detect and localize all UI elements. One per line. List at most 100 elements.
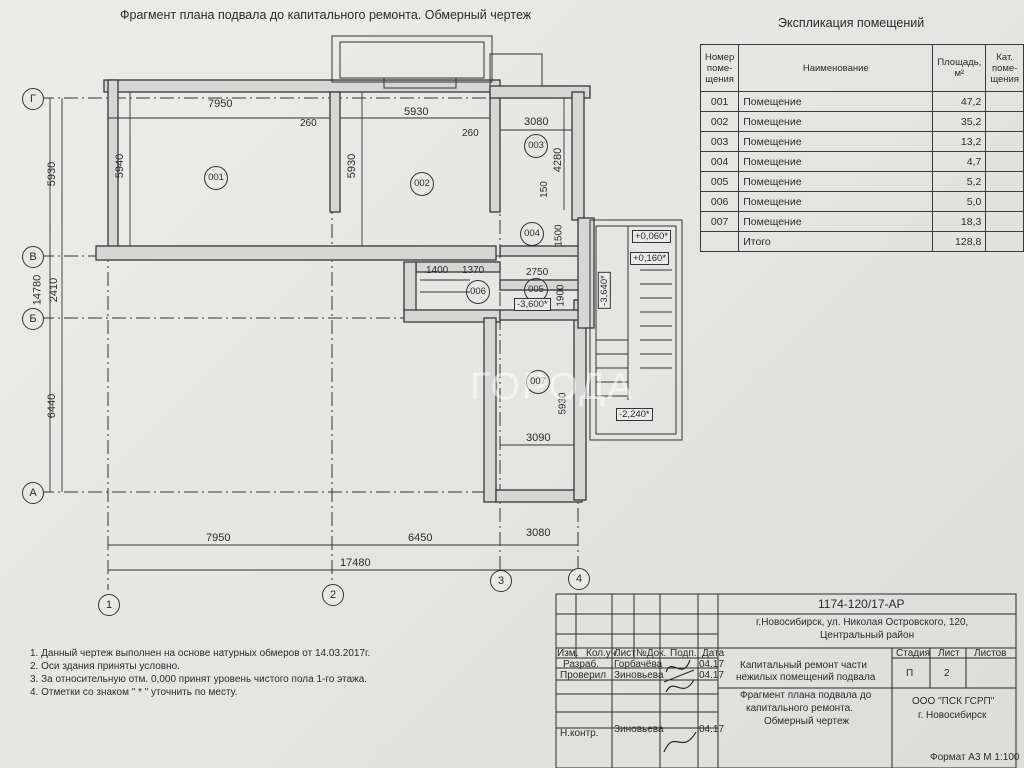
dim-label: 1400 bbox=[426, 265, 449, 276]
sheets-total-label: Листов bbox=[974, 648, 1007, 659]
room-name: Помещение bbox=[738, 211, 934, 232]
dimension-lines bbox=[49, 92, 578, 571]
dim-label: 6450 bbox=[408, 532, 433, 544]
developer-label: Разраб. bbox=[563, 659, 600, 670]
dim-label: 3080 bbox=[526, 527, 551, 539]
note-1: 1. Данный чертеж выполнен на основе нату… bbox=[30, 648, 371, 659]
room-number: 004 bbox=[699, 151, 740, 172]
dim-label: 5930 bbox=[404, 106, 429, 118]
project-line-2: нежилых помещений подвала bbox=[736, 672, 876, 683]
room-area: 18,3 bbox=[932, 211, 987, 232]
header-category: Кат. поме- щения bbox=[985, 44, 1024, 92]
developer-date: 04.17 bbox=[699, 659, 725, 670]
sheet-label: Лист bbox=[938, 648, 960, 659]
note-2: 2. Оси здания приняты условно. bbox=[30, 661, 180, 672]
explication-header-row: Номер поме- щения Наименование Площадь, … bbox=[699, 44, 1024, 92]
project-line-1: Капитальный ремонт части bbox=[740, 660, 867, 671]
header-name: Наименование bbox=[738, 44, 934, 92]
room-marker-002: 002 bbox=[410, 172, 434, 196]
wall bbox=[329, 91, 341, 213]
room-number: 005 bbox=[699, 171, 740, 192]
room-name: Помещение bbox=[738, 151, 934, 172]
axis-marker-1: 1 bbox=[98, 594, 120, 616]
level-mark: +0,160* bbox=[630, 252, 670, 265]
axis-marker-2: 2 bbox=[322, 584, 344, 606]
format-label: Формат А3 М 1:100 bbox=[930, 752, 1020, 763]
total-area: 128,8 bbox=[932, 231, 987, 252]
norm-control-label: Н.контр. bbox=[560, 728, 599, 739]
sheet-value: 2 bbox=[944, 668, 950, 679]
outer-structures bbox=[331, 35, 683, 441]
window bbox=[383, 77, 457, 89]
project-code: 1174-120/17-АР bbox=[818, 597, 905, 611]
room-area: 5,2 bbox=[932, 171, 987, 192]
stage-value: П bbox=[906, 668, 914, 679]
sheet-title-3: Обмерный чертеж bbox=[764, 716, 850, 727]
norm-control-date: 04.17 bbox=[699, 724, 725, 735]
stamp-frame bbox=[555, 593, 1017, 768]
organization-city: г. Новосибирск bbox=[918, 710, 987, 721]
developer-name: Горбачёва bbox=[614, 659, 663, 670]
sheet-title-2: капитального ремонта. bbox=[746, 703, 853, 714]
explication-table: Номер поме- щения Наименование Площадь, … bbox=[699, 44, 1024, 252]
level-mark: -3,600* bbox=[514, 298, 551, 311]
level-mark: +0,060* bbox=[632, 230, 672, 243]
level-mark: -2,240* bbox=[616, 408, 653, 421]
explication-title: Экспликация помещений bbox=[778, 16, 925, 30]
dim-label: 260 bbox=[462, 128, 479, 139]
dim-label: 3090 bbox=[526, 432, 551, 444]
address-line-1: г.Новосибирск, ул. Николая Островского, … bbox=[756, 617, 969, 628]
checker-label: Проверил bbox=[560, 670, 607, 681]
stage-label: Стадия bbox=[896, 648, 931, 659]
axis-marker-b: Б bbox=[22, 308, 44, 330]
col-header: Лист bbox=[614, 648, 636, 659]
room-area: 47,2 bbox=[932, 91, 987, 112]
checker-date: 04.17 bbox=[699, 670, 725, 681]
drawing-title: Фрагмент плана подвала до капитального р… bbox=[120, 8, 532, 22]
col-header: Дата bbox=[702, 648, 725, 659]
col-header: Изм. bbox=[557, 648, 579, 659]
room-marker-003: 003 bbox=[524, 134, 548, 158]
room-area: 13,2 bbox=[932, 131, 987, 152]
room-marker-006: 006 bbox=[466, 280, 490, 304]
total-label: Итого bbox=[738, 231, 934, 252]
wall bbox=[95, 245, 497, 261]
axis-marker-3: 3 bbox=[490, 570, 512, 592]
col-header: Кол.уч. bbox=[586, 648, 619, 659]
axis-marker-v: В bbox=[22, 246, 44, 268]
address-line-2: Центральный район bbox=[820, 630, 915, 641]
dim-label: 260 bbox=[300, 118, 317, 129]
sheet-title-1: Фрагмент плана подвала до bbox=[740, 690, 872, 701]
organization-name: ООО "ПСК ГСРП" bbox=[912, 696, 995, 707]
header-number: Номер поме- щения bbox=[699, 44, 740, 92]
dim-label: 7950 bbox=[206, 532, 231, 544]
dim-label: 17480 bbox=[340, 557, 371, 569]
watermark-text: ГОРОДА bbox=[470, 366, 635, 408]
room-marker-001: 001 bbox=[204, 166, 228, 190]
note-4: 4. Отметки со знаком " * " уточнить по м… bbox=[30, 687, 238, 698]
axis-marker-g: Г bbox=[22, 88, 44, 110]
window-pit bbox=[489, 53, 543, 87]
room-number: 002 bbox=[699, 111, 740, 132]
room-marker-004: 004 bbox=[520, 222, 544, 246]
note-3: 3. За относительную отм. 0,000 принят ур… bbox=[30, 674, 368, 685]
room-marker-007: 007 bbox=[526, 370, 550, 394]
dim-label: 2750 bbox=[526, 267, 549, 278]
stair-inner bbox=[595, 225, 677, 435]
dim-label: 7950 bbox=[208, 98, 233, 110]
col-header: Подп. bbox=[670, 648, 697, 659]
checker-name: Зиновьева bbox=[614, 670, 664, 681]
wall bbox=[483, 317, 497, 503]
signature bbox=[663, 659, 697, 753]
axis-marker-a: А bbox=[22, 482, 44, 504]
pit-outline bbox=[331, 35, 493, 83]
col-header: №Док. bbox=[636, 648, 667, 659]
room-name: Помещение bbox=[738, 91, 934, 112]
